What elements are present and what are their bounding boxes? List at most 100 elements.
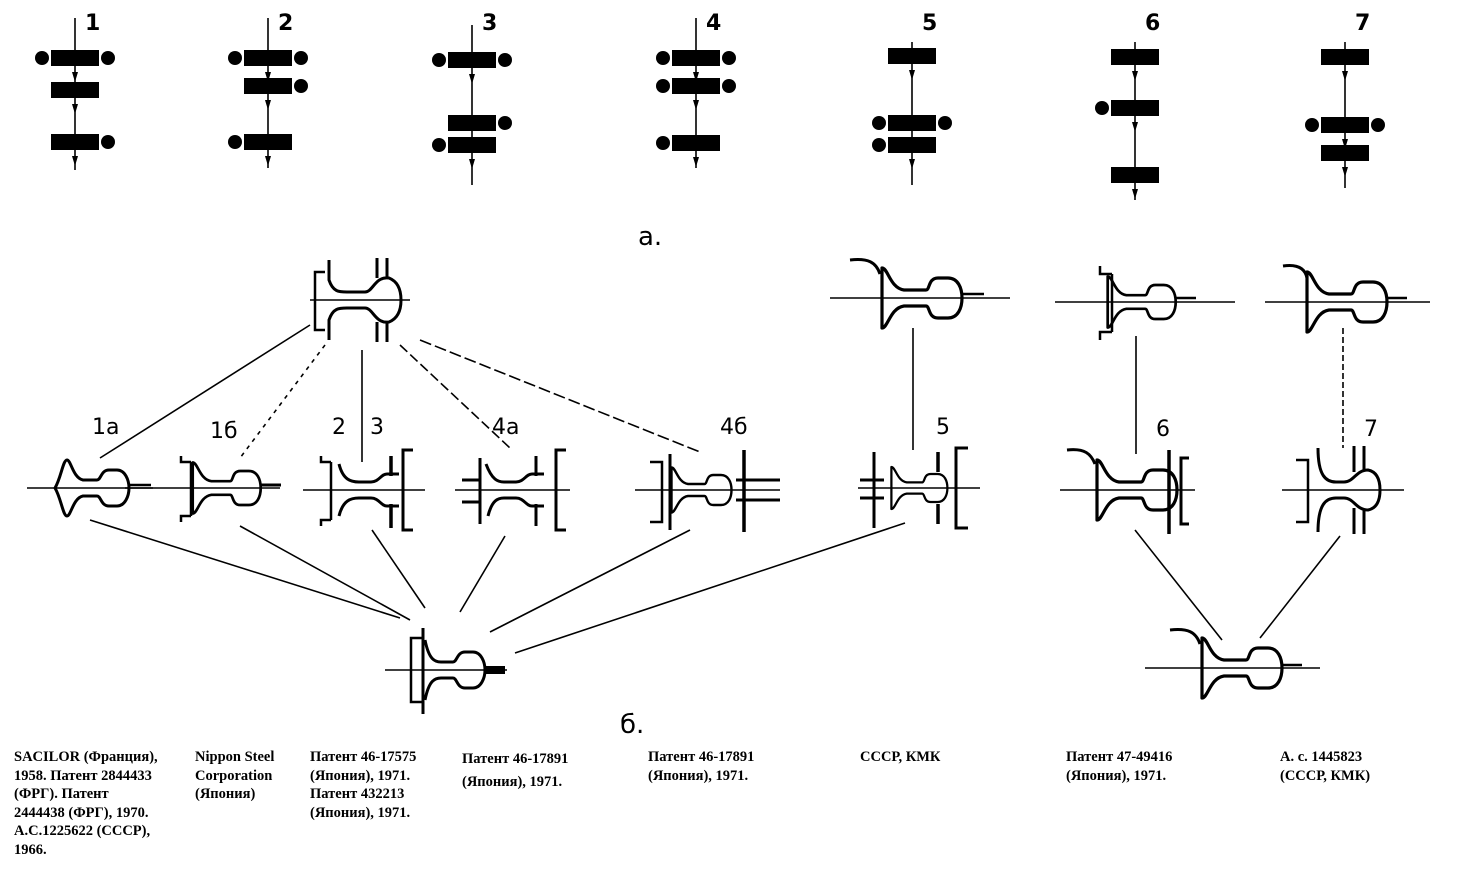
arrow-icon (693, 100, 699, 110)
wheel-sketch-bottom-right (1145, 628, 1320, 700)
vertical-roll (228, 135, 242, 149)
horizontal-roll-stand (448, 115, 496, 131)
scheme-number: 2 (278, 11, 293, 36)
horizontal-roll-stand (51, 134, 99, 150)
vertical-roll (432, 53, 446, 67)
vertical-roll (1305, 118, 1319, 132)
wheel-sketch-top-6 (1055, 266, 1235, 340)
vertical-roll (938, 116, 952, 130)
vertical-roll (656, 136, 670, 150)
part-a-label: а. (638, 222, 662, 252)
vertical-roll (101, 135, 115, 149)
vertical-roll (1095, 101, 1109, 115)
vertical-roll (432, 138, 446, 152)
horizontal-roll-stand (1321, 49, 1369, 65)
wheel-sketch-top-center (310, 258, 410, 342)
scheme-1: 1 (35, 11, 115, 170)
arrow-icon (1132, 71, 1138, 81)
horizontal-roll-stand (244, 50, 292, 66)
arrow-icon (1342, 167, 1348, 177)
connector-line (239, 525, 411, 621)
connector-line (99, 324, 311, 459)
arrow-icon (909, 70, 915, 80)
vertical-roll (722, 51, 736, 65)
variant-label-2: 2 (332, 415, 346, 440)
scheme-number: 6 (1145, 11, 1160, 36)
arrow-icon (265, 156, 271, 166)
connector-line (1134, 529, 1223, 641)
wheel-sketch-1b (125, 456, 281, 522)
horizontal-roll-stand (1321, 117, 1369, 133)
wheel-sketch-5 (858, 446, 980, 530)
scheme-3: 3 (432, 11, 512, 185)
part-b-label: б. (620, 710, 644, 740)
variant-label-4b: 4б (720, 415, 748, 440)
caption-2: Nippon Steel Corporation (Япония) (195, 749, 275, 802)
arrow-icon (909, 159, 915, 169)
caption-4: Патент 46-17891 (Япония), 1971. (462, 751, 569, 790)
connector-line (514, 522, 906, 654)
wheel-sketch-top-5 (830, 258, 1010, 330)
horizontal-roll-stand (888, 115, 936, 131)
scheme-5: 5 (872, 11, 952, 185)
caption-3: Патент 46-17575 (Япония), 1971. Патент 4… (310, 749, 417, 821)
horizontal-roll-stand (672, 135, 720, 151)
arrow-icon (1342, 71, 1348, 81)
wheel-sketch-top-7 (1265, 264, 1430, 334)
horizontal-roll-stand (888, 48, 936, 64)
arrow-icon (469, 74, 475, 84)
arrow-icon (265, 100, 271, 110)
vertical-roll (1371, 118, 1385, 132)
horizontal-roll-stand (1321, 145, 1369, 161)
arrow-icon (72, 104, 78, 114)
scheme-number: 3 (482, 11, 497, 36)
caption-1: SACILOR (Франция), 1958. Патент 2844433 … (14, 749, 158, 858)
scheme-2: 2 (228, 11, 308, 168)
arrow-icon (1132, 189, 1138, 199)
variant-label-6: 6 (1156, 417, 1170, 442)
arrow-icon (72, 156, 78, 166)
horizontal-roll-stand (448, 52, 496, 68)
wheel-sketch-4a (455, 448, 570, 532)
horizontal-roll-stand (1111, 167, 1159, 183)
variant-label-4a: 4а (492, 415, 519, 440)
horizontal-roll-stand (888, 137, 936, 153)
connector-line (399, 344, 511, 449)
variant-labels: 1а 1б 2 3 4а 4б 5 6 7 (92, 415, 1378, 444)
horizontal-roll-stand (244, 78, 292, 94)
connector-line (239, 344, 326, 459)
wheel-sketch-2-3 (303, 448, 425, 532)
connector-line (371, 529, 426, 609)
vertical-roll (101, 51, 115, 65)
vertical-roll (656, 79, 670, 93)
arrow-icon (469, 159, 475, 169)
vertical-roll (872, 138, 886, 152)
horizontal-roll-stand (1111, 49, 1159, 65)
vertical-roll (228, 51, 242, 65)
vertical-roll (294, 51, 308, 65)
arrow-icon (693, 157, 699, 167)
connector-line (489, 529, 691, 633)
horizontal-roll-stand (51, 50, 99, 66)
arrow-icon (72, 72, 78, 82)
vertical-roll (498, 53, 512, 67)
connector-line (1259, 535, 1341, 639)
vertical-roll (498, 116, 512, 130)
arrow-icon (1342, 139, 1348, 149)
horizontal-roll-stand (51, 82, 99, 98)
vertical-roll (872, 116, 886, 130)
connector-line (89, 519, 401, 619)
horizontal-roll-stand (448, 137, 496, 153)
scheme-6: 6 (1095, 11, 1160, 200)
scheme-7: 7 (1305, 11, 1385, 188)
arrow-icon (265, 72, 271, 82)
scheme-number: 5 (922, 11, 937, 36)
vertical-roll (656, 51, 670, 65)
vertical-roll (35, 51, 49, 65)
caption-8: А. с. 1445823 (СССР, КМК) (1280, 749, 1371, 784)
horizontal-roll-stand (244, 134, 292, 150)
variant-label-1b: 1б (210, 419, 238, 444)
wheel-sketch-4b (635, 450, 780, 532)
